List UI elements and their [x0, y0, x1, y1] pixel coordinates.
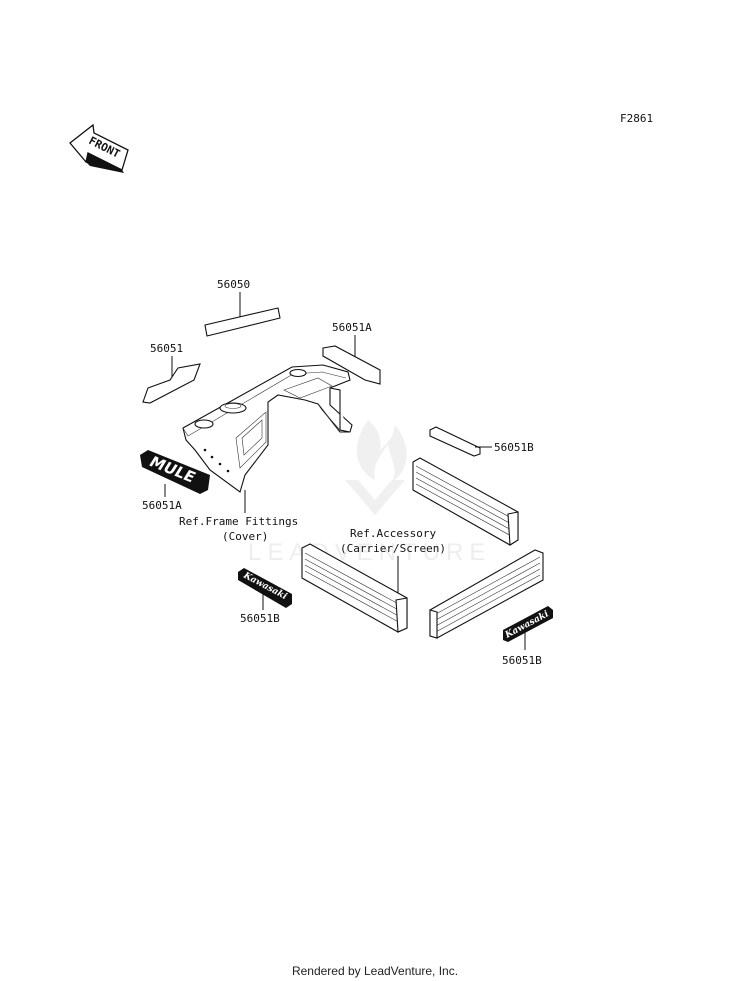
footer-credit: Rendered by LeadVenture, Inc.	[292, 964, 458, 978]
decal-kawasaki-right-text: Kawasaki	[503, 609, 551, 641]
label-56051b-right: 56051B	[494, 441, 534, 454]
leadventure-watermark: LEADVENTURE	[248, 420, 491, 566]
watermark-text: LEADVENTURE	[248, 539, 491, 566]
label-56051a-side: 56051A	[142, 499, 182, 512]
label-56050: 56050	[217, 278, 250, 291]
decal-56050	[204, 307, 281, 337]
figure-code: F2861	[620, 112, 653, 125]
label-56051a-top: 56051A	[332, 321, 372, 334]
front-arrow-icon: FRONT	[69, 123, 129, 173]
decal-56051a-top	[322, 345, 381, 385]
rear-cover-body	[182, 364, 353, 493]
decal-kawasaki-center-text: Kawasaki	[241, 570, 289, 602]
decal-56051	[142, 363, 201, 404]
label-56051: 56051	[150, 342, 183, 355]
decal-56051b-right	[429, 426, 481, 457]
side-panel-bottom-right	[429, 549, 544, 639]
decal-kawasaki-center: Kawasaki	[238, 568, 292, 608]
side-panel-right	[412, 457, 519, 546]
ref-accessory: Ref.Accessory	[350, 527, 436, 540]
label-56051b-center: 56051B	[240, 612, 280, 625]
ref-accessory-carrier: (Carrier/Screen)	[340, 542, 446, 555]
ref-frame-fittings: Ref.Frame Fittings	[179, 515, 298, 528]
side-panel-center	[301, 543, 408, 633]
ref-frame-cover: (Cover)	[222, 530, 268, 543]
label-56051b-bottom: 56051B	[502, 654, 542, 667]
decal-kawasaki-right: Kawasaki	[503, 606, 553, 642]
